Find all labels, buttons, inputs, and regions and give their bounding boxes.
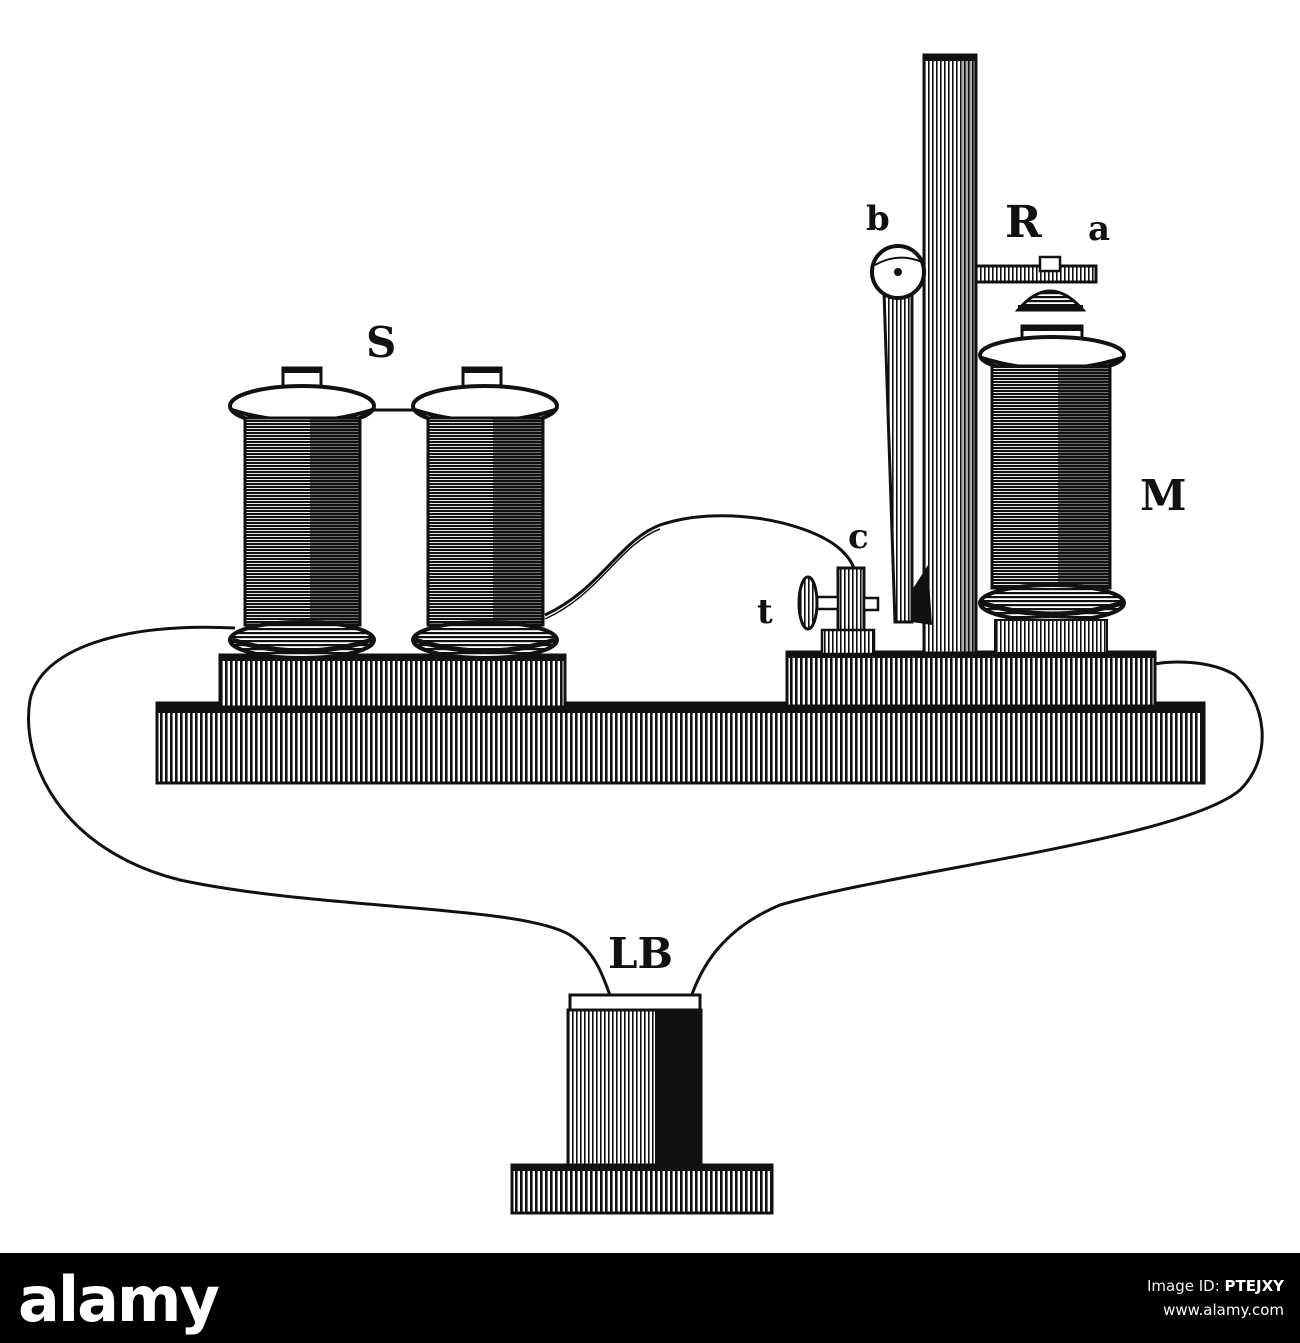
image-id-label: Image ID: <box>1146 1277 1225 1295</box>
coil-s-left <box>228 366 376 660</box>
label-m: M <box>1140 471 1187 520</box>
coil-s-right <box>411 366 559 660</box>
wire-to-terminal <box>544 514 858 617</box>
magnet-m <box>978 324 1126 654</box>
main-base <box>155 701 1206 785</box>
right-block <box>785 650 1157 708</box>
apparatus-illustration: S b R a M c t LB <box>27 53 1264 1215</box>
lever-arm <box>870 244 932 625</box>
label-r: R <box>1005 197 1042 248</box>
circuit-wire <box>27 625 614 1001</box>
left-block <box>218 653 567 709</box>
image-id: Image ID: PTEJXY <box>1147 1277 1284 1295</box>
image-id-value: PTEJXY <box>1224 1277 1284 1295</box>
armature-r <box>974 255 1098 312</box>
watermark-banner: alamy Image ID: PTEJXY www.alamy.com <box>0 1253 1300 1343</box>
label-a: a <box>1088 209 1110 249</box>
label-s: S <box>366 318 396 367</box>
circuit-wire-right <box>688 660 1264 1001</box>
terminal-c <box>797 566 880 656</box>
label-lb: LB <box>608 929 673 978</box>
vertical-column <box>922 53 978 655</box>
battery-lb <box>510 993 774 1215</box>
brand-logo: alamy <box>18 1263 220 1336</box>
site-url: www.alamy.com <box>1163 1301 1284 1319</box>
label-c: c <box>848 517 869 557</box>
label-b: b <box>866 199 890 239</box>
label-t: t <box>757 592 773 632</box>
